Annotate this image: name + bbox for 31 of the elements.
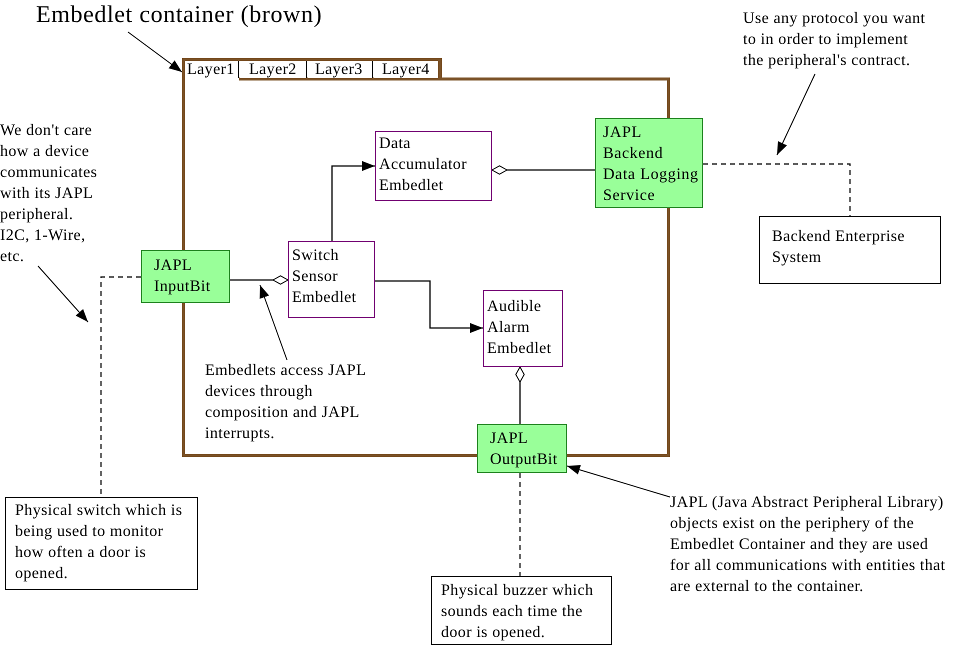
aggregation-line <box>515 366 525 424</box>
leader-arrow <box>776 74 816 156</box>
peripheral-box: JAPL OutputBit <box>477 424 567 473</box>
peripheral-box: JAPL Backend Data Logging Service <box>595 118 703 208</box>
layer-tab: Layer2 <box>240 61 307 78</box>
aggregation-line <box>492 165 595 175</box>
embedlet-box: Switch Sensor Embedlet <box>288 241 375 318</box>
layer-tab: Layer3 <box>308 61 373 78</box>
layer-tab: Layer4 <box>374 61 439 78</box>
annotation-text: Use any protocol you want to in order to implement the peripheral's contract. <box>743 8 929 74</box>
arrow <box>331 161 375 241</box>
layer-tab: Layer1 <box>185 61 239 78</box>
system-box: Backend Enterprise System <box>759 216 941 284</box>
aggregation-line <box>230 275 288 285</box>
peripheral-box: JAPL InputBit <box>141 250 230 303</box>
leader-arrow <box>128 32 182 72</box>
note-box: Physical switch which is being used to monitor how often a door is opened. <box>5 497 198 590</box>
embedlet-box: Audible Alarm Embedlet <box>483 290 563 367</box>
arrow <box>375 280 483 333</box>
leader-arrow <box>566 464 670 498</box>
annotation-text: Embedlets access JAPL devices through composition and JAPL interrupts. <box>205 360 381 446</box>
annotation-text: We don't care how a device communicates with its JAPL peripheral. I2C, 1-Wire, etc. <box>0 120 104 266</box>
embedlet-box: Data Accumulator Embedlet <box>375 131 492 201</box>
dashed-line <box>519 473 521 576</box>
note-box: Physical buzzer which sounds each time the door is opened. <box>431 576 612 645</box>
annotation-text: JAPL (Java Abstract Peripheral Library) objects exist on the periphery of the Embedlet Container and they are used for all communications with entities that are external to the container. <box>670 492 950 602</box>
dashed-line <box>100 276 141 497</box>
leader-arrow <box>38 266 88 322</box>
dashed-line <box>703 163 851 216</box>
heading-text: Embedlet container (brown) <box>36 0 326 32</box>
leader-arrow <box>260 284 288 360</box>
